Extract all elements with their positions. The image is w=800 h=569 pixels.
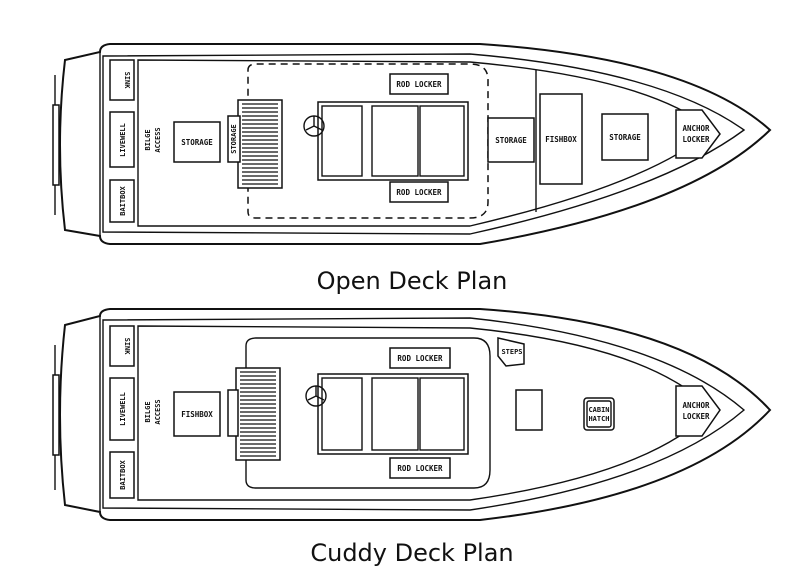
open-baitbox-label: BAITBOX — [119, 185, 127, 215]
cuddy-deck-plan: SINK LIVEWELL BAITBOX BILGE ACCESS FISHB… — [52, 308, 772, 521]
open-bilge-label: BILGE — [144, 129, 152, 150]
cuddy-sink-box — [109, 325, 135, 367]
open-anchor-label: ANCHOR — [682, 124, 710, 133]
open-sink-label: SINK — [123, 72, 131, 90]
open-transom-step — [52, 104, 60, 186]
cuddy-anchor-label: ANCHOR — [682, 401, 710, 410]
open-helm-console — [317, 101, 469, 181]
open-storage-fwd-box — [487, 117, 535, 163]
cuddy-fishbox-box — [173, 391, 221, 437]
cuddy-helm-dash — [371, 377, 419, 451]
cuddy-inner-gunwale — [102, 317, 746, 511]
open-rod-locker-top-box — [389, 73, 449, 95]
cuddy-helm-console — [317, 373, 469, 455]
cuddy-cabin-label: CABIN — [588, 406, 609, 414]
open-access-label: ACCESS — [154, 127, 162, 152]
cuddy-rod-locker-bottom-label: ROD LOCKER — [397, 464, 443, 473]
open-storage-fwd-label: STORAGE — [495, 136, 527, 145]
cuddy-steps-label: STEPS — [501, 348, 522, 356]
open-storage-bow-box — [601, 113, 649, 161]
cuddy-steering-spokes — [307, 386, 325, 401]
open-livewell-box — [109, 111, 135, 168]
open-storage-side-label: STORAGE — [230, 124, 238, 154]
cuddy-transom-step — [52, 374, 60, 456]
open-helm-seat — [321, 105, 363, 177]
cuddy-console-outline — [245, 337, 491, 489]
cuddy-deck-plan-caption: Cuddy Deck Plan — [310, 539, 513, 567]
open-rod-locker-bottom-label: ROD LOCKER — [396, 188, 442, 197]
open-baitbox-box — [109, 179, 135, 223]
cuddy-console-step — [227, 389, 239, 437]
open-locker-label: LOCKER — [682, 135, 710, 144]
cuddy-hull-outline — [59, 308, 772, 521]
open-helm-dash — [371, 105, 419, 177]
open-rod-locker-top-label: ROD LOCKER — [396, 80, 442, 89]
cuddy-anchor-locker-box — [675, 385, 721, 437]
open-livewell-label: LIVEWELL — [119, 123, 127, 157]
cuddy-bulkhead-box — [515, 389, 543, 431]
open-storage-side-box — [227, 115, 241, 163]
open-storage-bow-label: STORAGE — [609, 133, 641, 142]
open-rod-locker-bottom-box — [389, 181, 449, 203]
open-fishbox-label: FISHBOX — [545, 135, 577, 144]
cuddy-livewell-label: LIVEWELL — [119, 392, 127, 426]
open-deck-plan: SINK LIVEWELL BAITBOX BILGE ACCESS STORA… — [52, 43, 772, 245]
open-storage-aft-box — [173, 121, 221, 163]
cuddy-bilge-label: BILGE — [144, 401, 152, 422]
cuddy-sink-label: SINK — [123, 338, 131, 356]
cuddy-rod-locker-top-label: ROD LOCKER — [397, 354, 443, 363]
cuddy-seat-cushion — [240, 371, 276, 457]
open-sink-box — [109, 59, 135, 101]
open-steering-spokes — [305, 116, 323, 131]
cuddy-access-label: ACCESS — [154, 399, 162, 424]
cuddy-fishbox-label: FISHBOX — [181, 410, 213, 419]
cuddy-baitbox-label: BAITBOX — [119, 459, 127, 489]
open-inner-gunwale — [102, 53, 746, 235]
cuddy-cabin-hatch-inner — [586, 400, 612, 428]
cuddy-rod-locker-top-box — [389, 347, 451, 369]
cuddy-livewell-box — [109, 377, 135, 441]
open-helm-windshield — [419, 105, 465, 177]
cuddy-baitbox-box — [109, 451, 135, 499]
cuddy-locker-label: LOCKER — [682, 412, 710, 421]
cuddy-cabin-hatch-box — [583, 397, 615, 431]
cuddy-steps-box — [497, 337, 525, 367]
open-seat-cushion — [242, 103, 278, 185]
cuddy-hatch-label: HATCH — [588, 415, 609, 423]
open-console-outline — [247, 63, 489, 219]
cuddy-rod-locker-bottom-box — [389, 457, 451, 479]
open-storage-aft-label: STORAGE — [181, 138, 213, 147]
cuddy-leaning-post — [235, 367, 281, 461]
open-deck-plan-caption: Open Deck Plan — [317, 267, 508, 295]
open-fishbox-box — [539, 93, 583, 185]
cuddy-helm-seat — [321, 377, 363, 451]
open-anchor-locker-box — [675, 109, 721, 159]
open-hull-outline — [59, 43, 772, 245]
cuddy-helm-windshield — [419, 377, 465, 451]
